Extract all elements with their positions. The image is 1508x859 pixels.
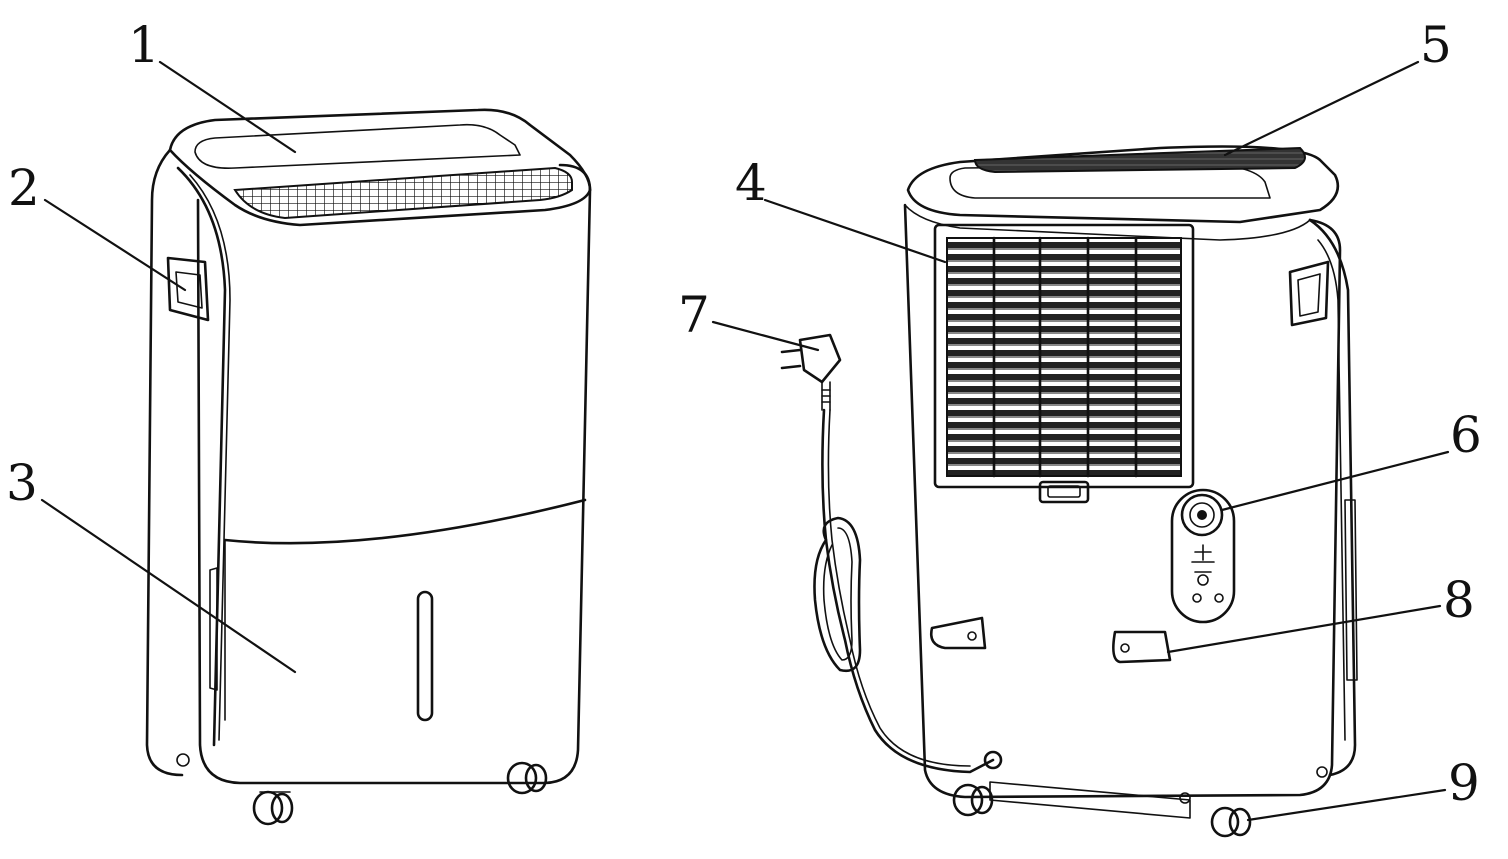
callout-4: 4 [735, 154, 767, 212]
callout-3: 3 [6, 454, 38, 512]
callout-6: 6 [1450, 406, 1482, 464]
callout-9: 9 [1448, 754, 1480, 812]
callout-5: 5 [1420, 16, 1452, 74]
front-caster-wheel [252, 790, 294, 826]
leader-line-9 [1246, 788, 1447, 822]
cord-hook-right [1112, 630, 1172, 664]
front-view-unit [145, 108, 592, 826]
leader-line-7 [711, 320, 820, 352]
callout-7: 7 [678, 286, 710, 344]
rear-caster-wheel [952, 783, 994, 817]
callout-labels: 1 2 3 4 5 6 7 8 9 [6, 16, 1482, 812]
leader-line-4 [763, 198, 947, 264]
rear-view-unit [903, 145, 1358, 838]
leader-lines [40, 60, 1450, 822]
rear-caster-wheel [1210, 806, 1252, 838]
leader-line-3 [40, 498, 297, 674]
front-caster-wheel [506, 761, 548, 795]
callout-8: 8 [1443, 571, 1475, 629]
leader-line-2 [43, 198, 187, 292]
leader-line-6 [1220, 450, 1450, 512]
cord-hook-left [930, 616, 987, 650]
leader-line-8 [1166, 604, 1442, 654]
leader-line-5 [1223, 60, 1420, 157]
power-cord-plug [780, 333, 995, 774]
callout-2: 2 [8, 159, 40, 217]
leader-line-1 [158, 60, 297, 154]
callout-1: 1 [128, 16, 160, 74]
control-knob-panel [1170, 488, 1236, 624]
